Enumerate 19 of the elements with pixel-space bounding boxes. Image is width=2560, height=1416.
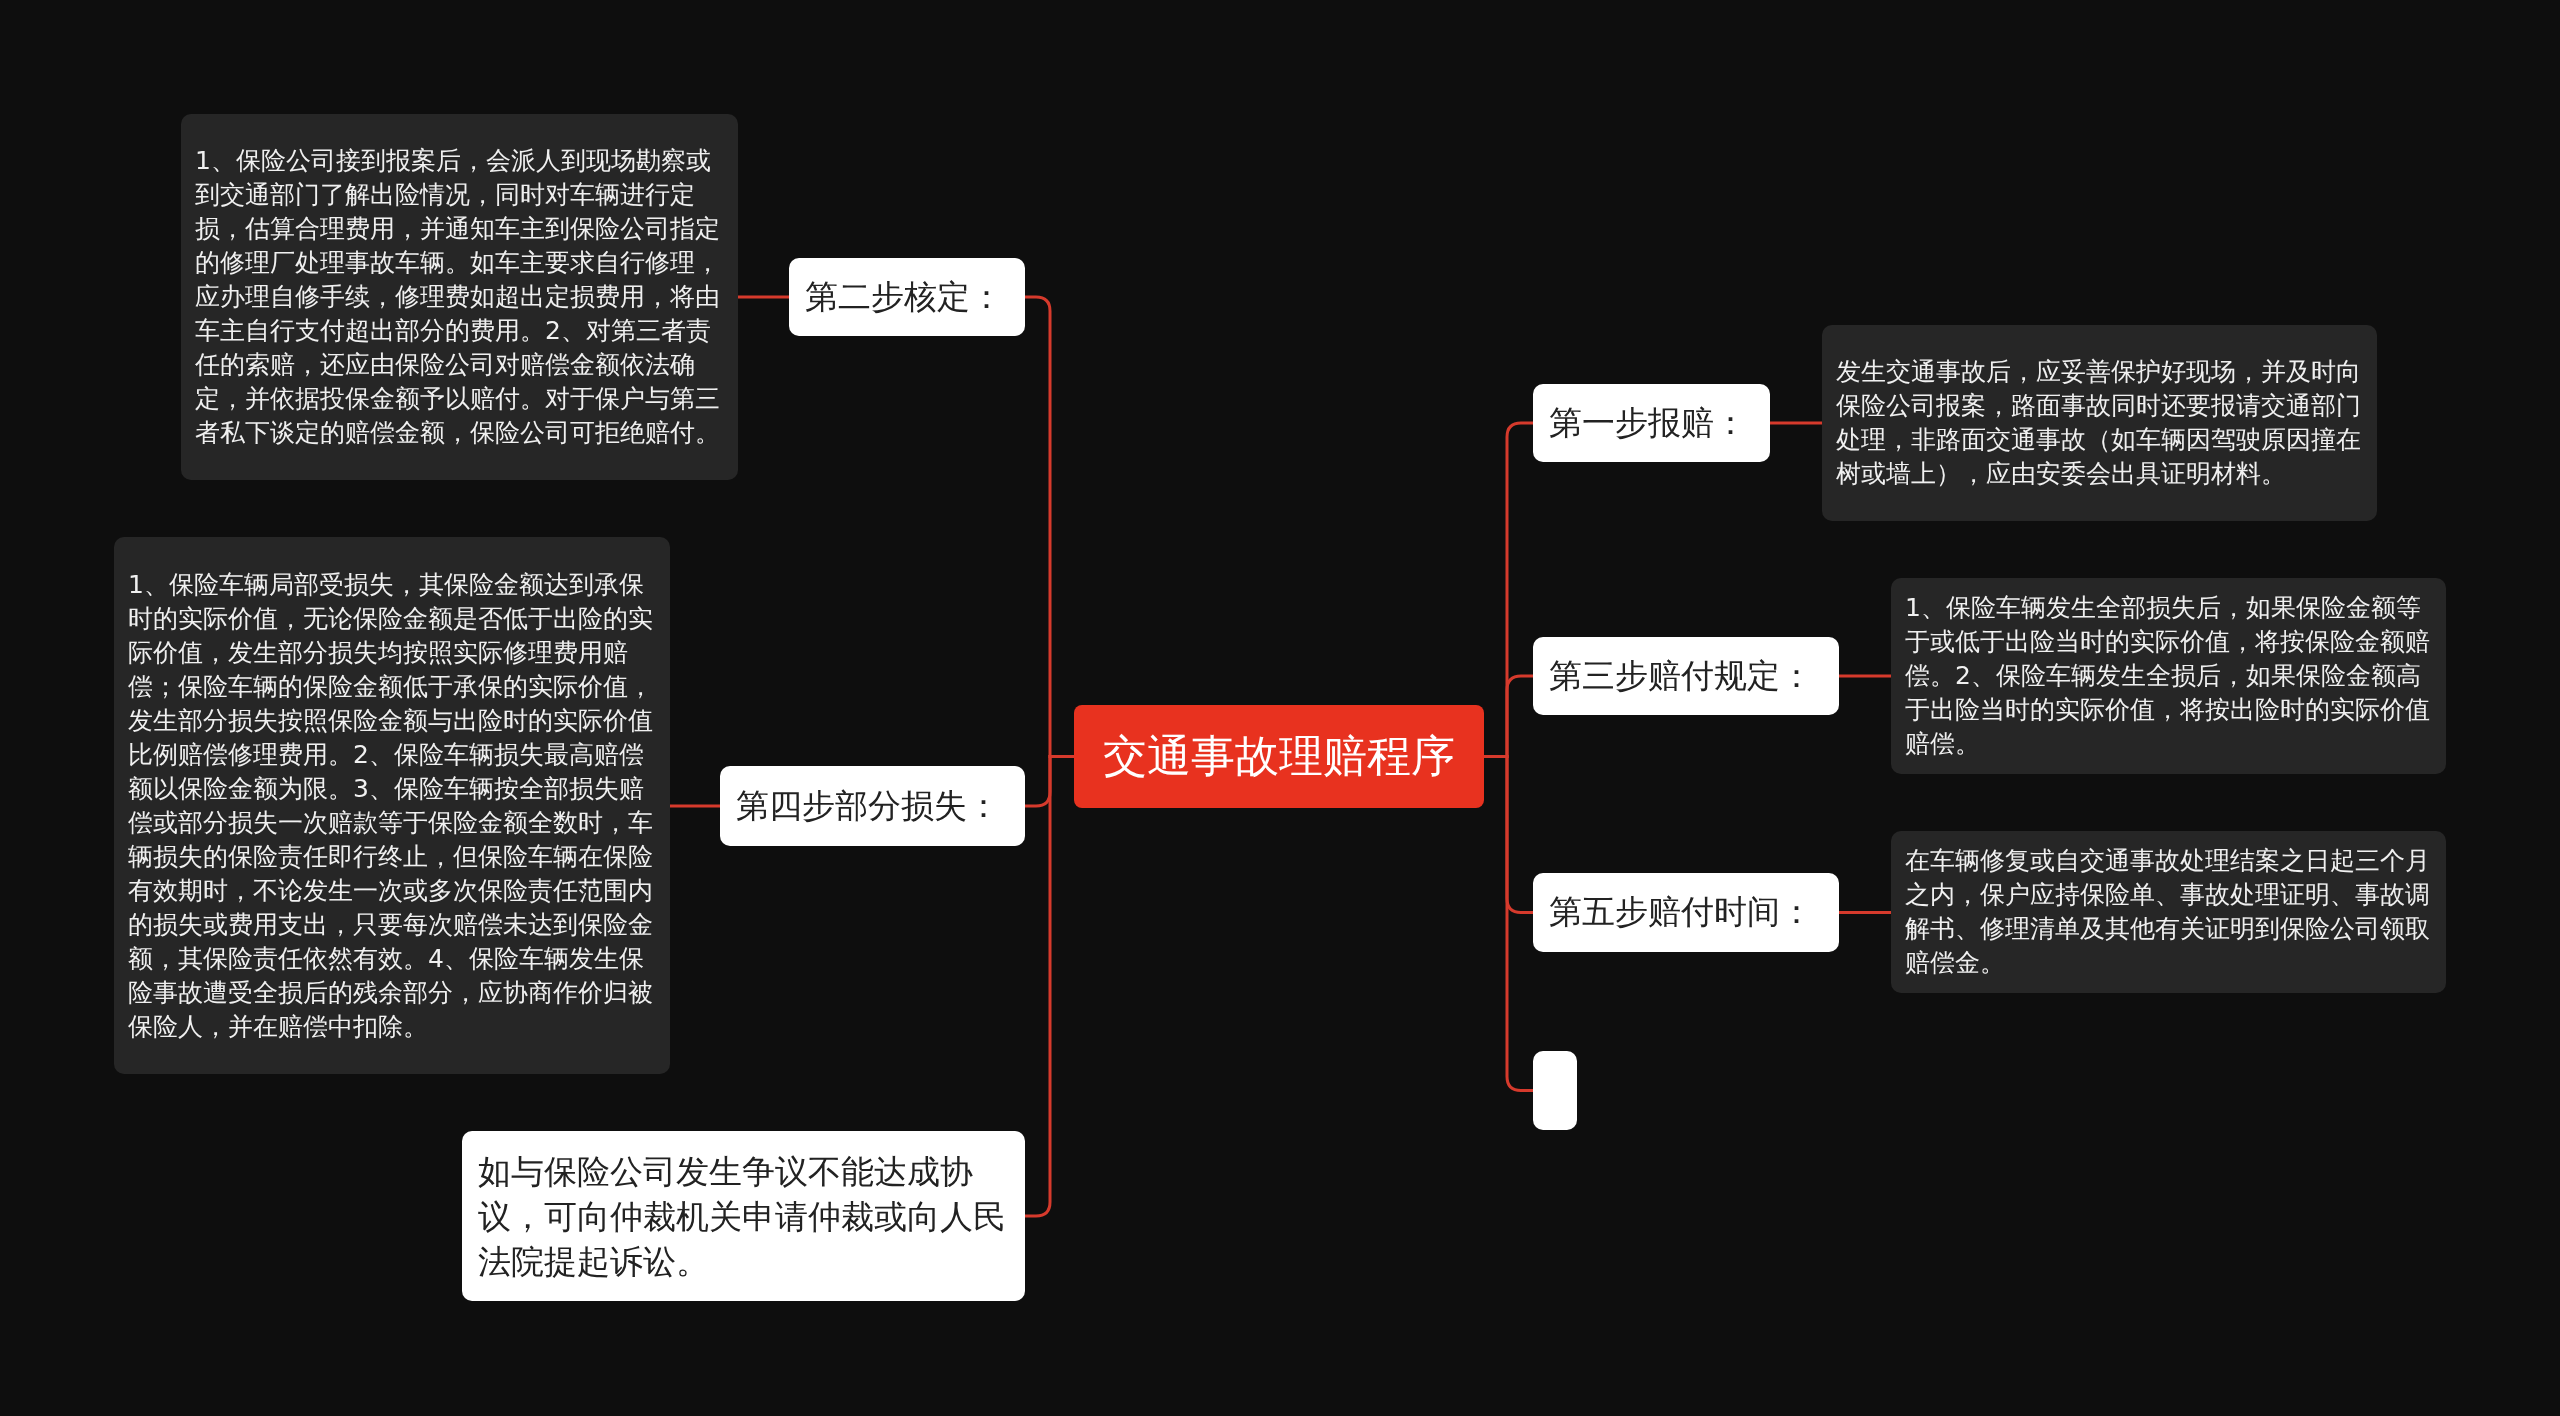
step-box: 第一步报赔：: [1533, 384, 1770, 462]
step-box: 第三步赔付规定：: [1533, 637, 1839, 715]
connector-line: [670, 804, 720, 808]
step-box: 第四步部分损失：: [720, 766, 1025, 846]
note-box: 1、保险公司接到报案后，会派人到现场勘察或到交通部门了解出险情况，同时对车辆进行定损，估算合理费用，并通知车主到保险公司指定的修理厂处理事故车辆。如车主要求自行修理，应办理自修手续，修理费如超出定损费用，将由车主自行支付超出部分的费用。2、对第三者责任的索赔，还应由保险公司对赔偿金额依法确定，并依据投保金额予以赔付。对于保户与第三者私下谈定的赔偿金额，保险公司可拒绝赔付。: [181, 114, 738, 480]
step-box: 第二步核定：: [789, 258, 1025, 336]
connector-line: [1025, 755, 1074, 1218]
connector-line: [1770, 421, 1822, 425]
connector-line: [1839, 911, 1891, 914]
note-box: 在车辆修复或自交通事故处理结案之日起三个月之内，保户应持保险单、事故处理证明、事故调解书、修理清单及其他有关证明到保险公司领取赔偿金。: [1891, 831, 2446, 993]
note-box: 1、保险车辆局部受损失，其保险金额达到承保时的实际价值，无论保险金额是否低于出险的实际价值，发生部分损失均按照实际修理费用赔偿；保险车辆的保险金额低于承保的实际价值，发生部分损失按照保险金额与出险时的实际价值比例赔偿修理费用。2、保险车辆损失最高赔偿额以保险金额为限。3、保险车辆按全部损失赔偿或部分损失一次赔款等于保险金额全数时，车辆损失的保险责任即行终止，但保险车辆在保险有效期时，不论发生一次或多次保险责任范围内的损失或费用支出，只要每次赔偿未达到保险金额，其保险责任依然有效。4、保险车辆发生保险事故遭受全损后的残余部分，应协商作价归被保险人，并在赔偿中扣除。: [114, 537, 670, 1074]
note-box: 发生交通事故后，应妥善保护好现场，并及时向保险公司报案，路面事故同时还要报请交通部门处理，非路面交通事故（如车辆因驾驶原因撞在树或墙上），应由安委会出具证明材料。: [1822, 325, 2377, 521]
connector-line: [1839, 674, 1891, 678]
empty-box: [1533, 1051, 1577, 1130]
connector-line: [738, 295, 789, 299]
step-box: 第五步赔付时间：: [1533, 873, 1839, 952]
root-topic-box: 交通事故理赔程序: [1074, 705, 1484, 808]
text-box: 如与保险公司发生争议不能达成协议，可向仲裁机关申请仲裁或向人民法院提起诉讼。: [462, 1131, 1025, 1301]
note-box: 1、保险车辆发生全部损失后，如果保险金额等于或低于出险当时的实际价值，将按保险金额赔偿。2、保险车辆发生全损后，如果保险金额高于出险当时的实际价值，将按出险时的实际价值赔偿。: [1891, 578, 2446, 774]
